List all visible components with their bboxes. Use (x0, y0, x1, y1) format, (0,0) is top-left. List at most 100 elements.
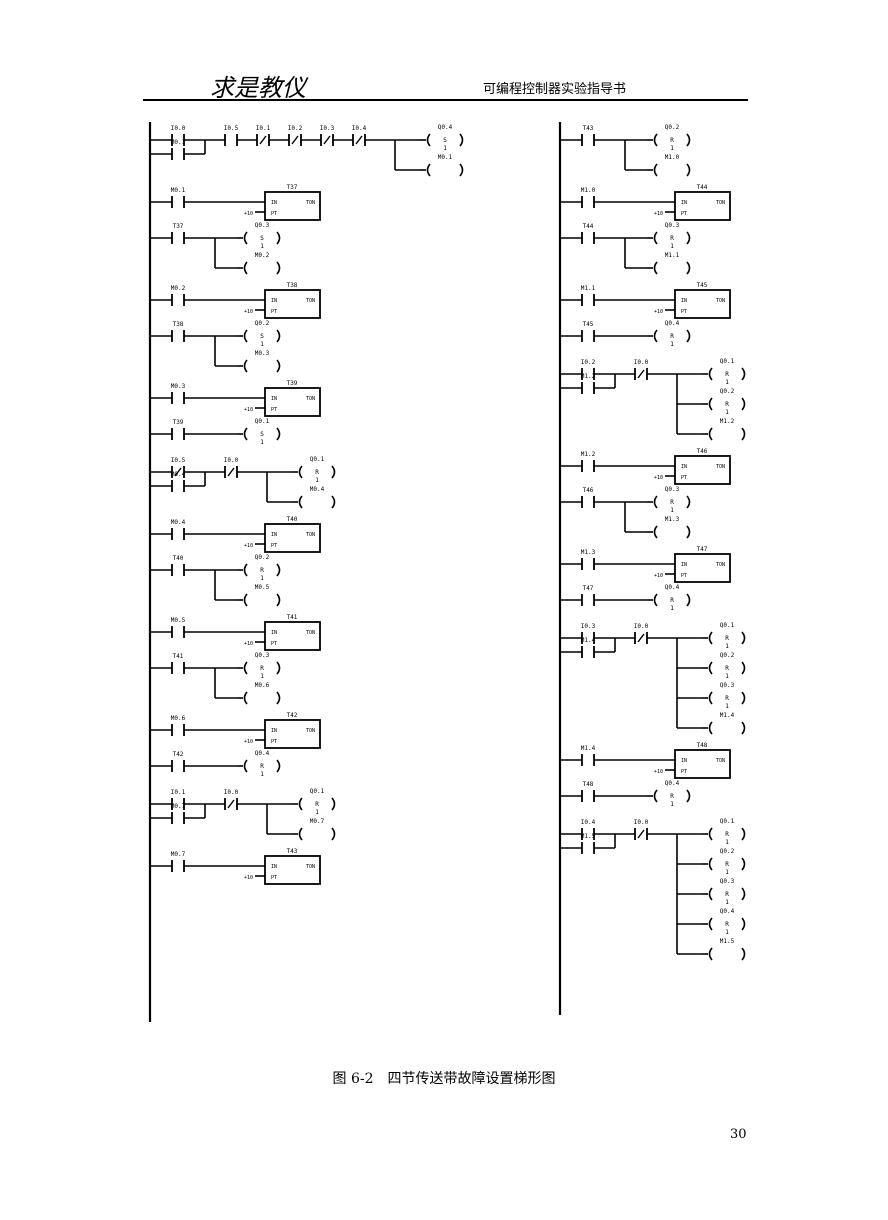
timer-pt: PT (681, 769, 687, 775)
coil-arc-left (243, 563, 248, 577)
coil-arc-right (741, 427, 746, 441)
timer-pt: PT (681, 211, 687, 217)
coil-arc-right (686, 495, 691, 509)
contact-label: M0.7 (171, 851, 186, 858)
timer-preset: +10 (244, 543, 253, 549)
contact-nc-slash (637, 369, 645, 379)
coil-arc-right (741, 721, 746, 735)
timer-preset: +10 (654, 211, 663, 217)
timer-preset: +10 (244, 739, 253, 745)
timer-preset: +10 (654, 475, 663, 481)
coil-label: Q0.4 (255, 750, 270, 757)
timer-box (674, 553, 731, 583)
contact-label: I0.2 (581, 359, 596, 366)
contact-nc-slash (227, 467, 235, 477)
coil-arc-right (686, 261, 691, 275)
coil-count: 1 (725, 643, 729, 650)
timer-box (264, 387, 321, 417)
timer-box (264, 523, 321, 553)
coil-arc-right (686, 789, 691, 803)
coil-arc-right (686, 329, 691, 343)
timer-mode: TON (306, 200, 315, 206)
coil-count: 1 (725, 703, 729, 710)
coil-count: 1 (670, 605, 674, 612)
coil-arc-left (653, 789, 658, 803)
contact-label: T47 (583, 585, 594, 592)
coil-arc-right (276, 759, 281, 773)
contact-nc-slash (323, 135, 331, 145)
contact-nc-slash (227, 799, 235, 809)
coil-operation: S (443, 137, 447, 144)
coil-label: Q0.4 (665, 780, 680, 787)
coil-arc-left (653, 163, 658, 177)
coil-arc-left (298, 465, 303, 479)
coil-arc-left (708, 721, 713, 735)
coil-arc-right (459, 163, 464, 177)
coil-label: M0.6 (255, 682, 270, 689)
coil-arc-right (331, 827, 336, 841)
coil-label: M0.7 (310, 818, 325, 825)
timer-preset: +10 (654, 573, 663, 579)
coil-label: M1.1 (665, 252, 680, 259)
coil-arc-left (653, 593, 658, 607)
coil-label: Q0.2 (720, 848, 735, 855)
coil-arc-left (243, 231, 248, 245)
coil-count: 1 (260, 439, 264, 446)
contact-label: M0.3 (171, 383, 186, 390)
coil-arc-left (298, 797, 303, 811)
coil-arc-left (708, 397, 713, 411)
timer-name: T46 (697, 448, 708, 455)
coil-operation: R (725, 921, 729, 928)
contact-label: T46 (583, 487, 594, 494)
contact-label: M1.4 (581, 637, 596, 644)
coil-arc-left (298, 827, 303, 841)
contact-label: I0.0 (634, 819, 649, 826)
coil-count: 1 (670, 243, 674, 250)
timer-box (674, 191, 731, 221)
contact-label: I0.3 (320, 125, 335, 132)
timer-preset: +10 (244, 407, 253, 413)
coil-count: 1 (670, 341, 674, 348)
coil-arc-left (708, 631, 713, 645)
coil-count: 1 (260, 673, 264, 680)
contact-label: I0.0 (634, 623, 649, 630)
coil-operation: R (725, 665, 729, 672)
coil-count: 1 (260, 341, 264, 348)
coil-arc-right (686, 525, 691, 539)
timer-preset: +10 (244, 641, 253, 647)
coil-count: 1 (725, 929, 729, 936)
timer-in: IN (681, 298, 687, 304)
timer-box (264, 191, 321, 221)
coil-arc-right (686, 593, 691, 607)
coil-label: Q0.2 (255, 554, 270, 561)
coil-label: M0.5 (255, 584, 270, 591)
contact-label: I0.2 (288, 125, 303, 132)
contact-label: M1.3 (581, 549, 596, 556)
page-number: 30 (730, 1127, 747, 1142)
coil-operation: R (260, 763, 264, 770)
timer-name: T40 (287, 516, 298, 523)
timer-name: T48 (697, 742, 708, 749)
coil-label: Q0.3 (665, 222, 680, 229)
timer-in: IN (681, 758, 687, 764)
timer-mode: TON (716, 298, 725, 304)
coil-arc-left (653, 329, 658, 343)
coil-arc-right (741, 947, 746, 961)
coil-label: Q0.1 (720, 358, 735, 365)
coil-arc-right (741, 631, 746, 645)
coil-arc-left (243, 427, 248, 441)
contact-label: T40 (173, 555, 184, 562)
coil-arc-right (331, 465, 336, 479)
coil-label: Q0.1 (310, 788, 325, 795)
timer-in: IN (681, 464, 687, 470)
timer-box (264, 621, 321, 651)
contact-label: M1.4 (581, 745, 596, 752)
coil-operation: R (260, 567, 264, 574)
coil-arc-right (741, 367, 746, 381)
coil-count: 1 (670, 507, 674, 514)
coil-operation: S (260, 235, 264, 242)
coil-label: M1.2 (720, 418, 735, 425)
timer-in: IN (681, 562, 687, 568)
coil-label: Q0.4 (665, 584, 680, 591)
timer-in: IN (271, 200, 277, 206)
